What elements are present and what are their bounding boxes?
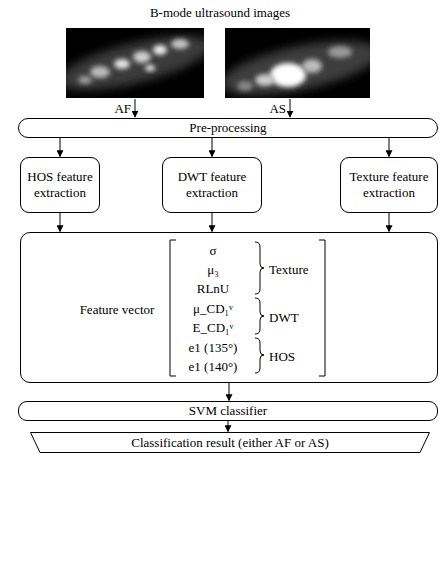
ultrasound-image-as	[225, 28, 370, 98]
vector-entry: μ₃	[207, 262, 219, 277]
flow-arrow	[212, 213, 213, 232]
group-brace	[255, 338, 264, 373]
node-label: SVM classifier	[189, 403, 267, 419]
output-shape	[31, 433, 430, 453]
vector-entry: RLnU	[197, 281, 230, 296]
group-label: DWT	[269, 310, 299, 325]
group-label: HOS	[269, 349, 295, 364]
ultrasound-image-af	[66, 28, 204, 98]
input-arrow	[290, 99, 291, 117]
matrix-bracket	[170, 240, 176, 376]
flow-arrow	[389, 138, 390, 157]
flow-arrow	[228, 421, 229, 432]
vector-entry: E_CD₁ᵛ	[193, 320, 234, 335]
group-brace	[255, 242, 264, 294]
process-box: DWT feature extraction	[162, 157, 262, 213]
process-box: Texture feature extraction	[340, 157, 438, 213]
diagram-title: B-mode ultrasound images	[150, 5, 290, 20]
node-label: Classification result (either AF or AS)	[131, 435, 329, 451]
vector-entry: e1 (135°)	[189, 340, 238, 355]
flow-arrow	[229, 383, 230, 401]
node-label: Texture feature extraction	[345, 169, 433, 201]
feature-vector-box: Feature vector σ μ₃ RLnU μ_CD₁ᵛE_CD₁ᵛ e1 (135…	[20, 232, 438, 383]
vector-entry: e1 (140°)	[189, 359, 238, 374]
output-box: Classification result (either AF or AS)	[30, 432, 430, 453]
flow-arrow	[389, 213, 390, 232]
flow-arrow	[60, 138, 61, 157]
node-heading: Feature vector	[80, 302, 155, 317]
node-label: DWT feature extraction	[167, 169, 257, 201]
matrix-bracket	[319, 240, 325, 376]
flow-arrow	[212, 138, 213, 157]
group-label: Texture	[269, 262, 309, 277]
vector-entry: μ_CD₁ᵛ	[193, 301, 233, 316]
node-label: Pre-processing	[189, 120, 266, 136]
vector-entry: σ	[209, 243, 216, 258]
flow-arrow	[60, 213, 61, 232]
group-brace	[255, 298, 264, 334]
class-label: AS	[269, 101, 286, 116]
class-label: AF	[114, 101, 131, 116]
classifier-box: SVM classifier	[18, 401, 438, 421]
input-arrow	[135, 99, 136, 117]
process-box: Pre-processing	[18, 118, 438, 138]
process-box: HOS feature extraction	[20, 157, 100, 213]
node-label: HOS feature extraction	[25, 169, 95, 201]
